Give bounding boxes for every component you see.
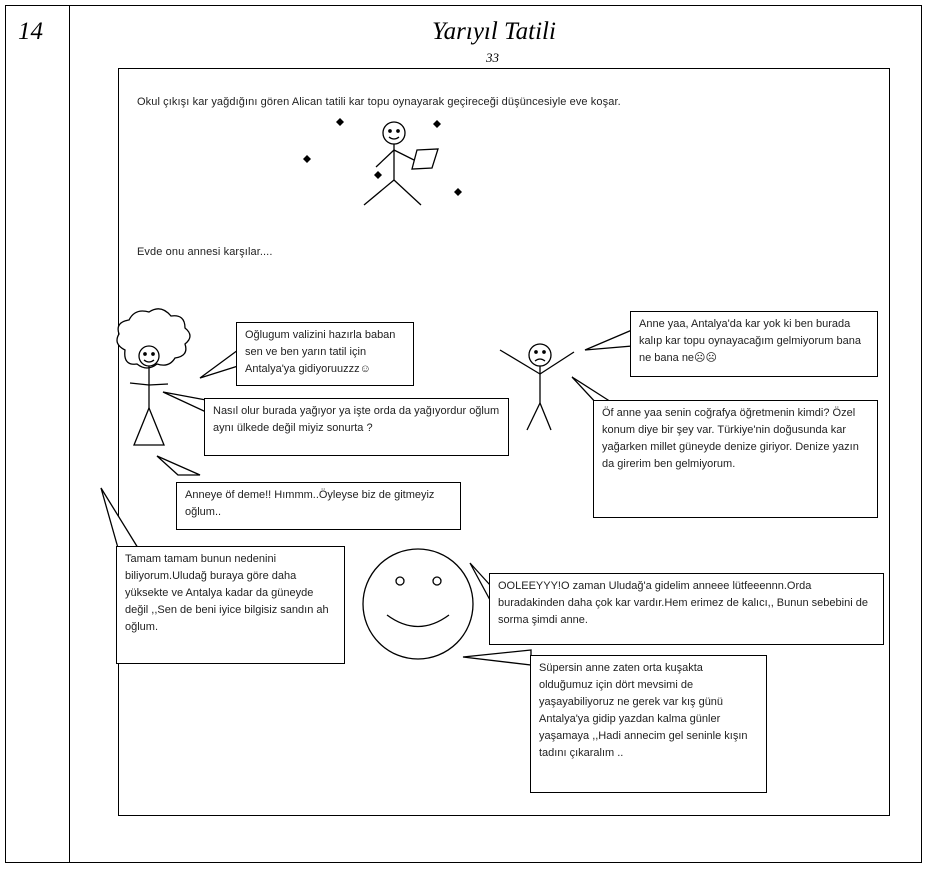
table-frame [5, 5, 922, 863]
title-text: Yarıyıl Tatili [432, 18, 556, 45]
narration-line-1: Okul çıkışı kar yağdığını gören Alican t… [137, 96, 621, 108]
comic-page [118, 68, 890, 816]
bubble-mother-3: Anneye öf deme!! Hımmm..Öyleyse biz de g… [176, 482, 461, 530]
page-title: Yarıyıl Tatili [0, 18, 928, 46]
mother-figure [116, 308, 191, 446]
child-figure-sad [499, 343, 575, 431]
page-number: 14 [18, 18, 43, 45]
bubble-mother-4: OOLEEYYY!O zaman Uludağ'a gidelim anneee… [489, 573, 884, 645]
bubble-mother-2: Nasıl olur burada yağıyor ya işte orda d… [204, 398, 509, 456]
snowflake-icons [303, 118, 462, 196]
narration-line-2: Evde onu annesi karşılar.... [137, 246, 273, 258]
bubble-child-4: Süpersin anne zaten orta kuşakta olduğum… [530, 655, 767, 793]
subtitle-number: 33 [486, 50, 499, 65]
bubble-mother-1: Oğlugum valizini hazırla baban sen ve be… [236, 322, 414, 386]
boy-in-snow-figure [363, 121, 439, 206]
column-divider [69, 5, 70, 863]
smiley-face [362, 548, 474, 660]
bubble-child-2: Öf anne yaa senin coğrafya öğretmenin ki… [593, 400, 878, 518]
bubble-child-1: Anne yaa, Antalya'da kar yok ki ben bura… [630, 311, 878, 377]
bubble-child-3: Tamam tamam bunun nedenini biliyorum.Ulu… [116, 546, 345, 664]
